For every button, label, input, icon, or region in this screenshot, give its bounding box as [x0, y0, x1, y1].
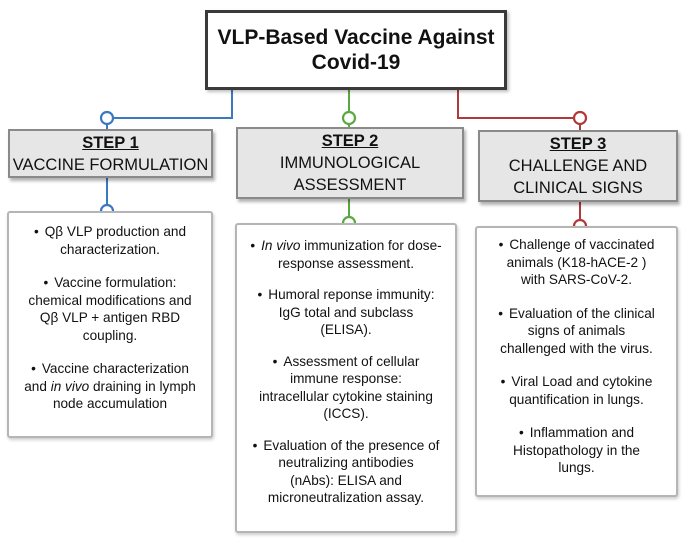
step3-bullet-item: •Evaluation of the clinical signs of anim… — [481, 305, 672, 358]
node-circle-step3-top — [572, 110, 588, 126]
step2-bullet-item: •Assessment of cellular immune response: i… — [241, 353, 451, 423]
bullet-dot-icon: • — [257, 287, 263, 302]
bullet-text-line: lungs. — [558, 460, 595, 475]
node-circle-step2-top — [341, 110, 357, 126]
step3-bullet-item: •Viral Load and cytokine quantification i… — [481, 373, 672, 408]
step2-bullet-item: •Humoral reponse immunity: IgG total and … — [241, 286, 451, 339]
connector-step3 — [457, 90, 581, 130]
step1-header: STEP 1 VACCINE FORMULATION — [8, 129, 213, 178]
step1-bullet-item: •Vaccine characterization and in vivo dra… — [15, 360, 205, 413]
step2-bullet-list: •In vivo immunization for dose-response … — [241, 237, 451, 507]
bullet-text-line: node accumulation — [52, 396, 168, 411]
step3-title-line-2: CLINICAL SIGNS — [513, 179, 643, 197]
bullet-text-line: quantification in lungs. — [509, 391, 644, 407]
step2-label: STEP 2 — [321, 132, 379, 150]
step1-bullet-item: •Vaccine formulation: chemical modificati… — [15, 274, 205, 344]
bullet-dot-icon: • — [272, 353, 278, 369]
bullet-text-line: (nAbs): ELISA and — [290, 472, 402, 488]
step1-title-line: VACCINE FORMULATION — [12, 155, 209, 174]
bullet-dot-icon: • — [250, 238, 256, 253]
step2-title-line-2: ASSESSMENT — [293, 176, 407, 194]
bullet-text-line: characterization. — [60, 241, 160, 257]
bullet-text-line: •In vivo immunization for dose- — [250, 238, 442, 253]
step1-bullet-item: •Qβ VLP production and characterization. — [15, 223, 205, 258]
bullet-dot-icon: • — [518, 425, 524, 440]
connector-step1 — [106, 90, 233, 130]
bullet-text-line: •Inflammation and — [518, 425, 635, 440]
bullet-dot-icon: • — [33, 224, 39, 239]
bullet-text-line: •Viral Load and cytokine — [500, 374, 653, 389]
bullet-text-line: challenged with the virus. — [500, 340, 653, 356]
bullet-text-line: with SARS-CoV-2. — [520, 272, 633, 287]
bullet-text-line: •Vaccine characterization — [31, 361, 189, 376]
bullet-text-line: coupling. — [82, 327, 138, 343]
bullet-dot-icon: • — [498, 237, 504, 252]
step2-content-box: •In vivo immunization for dose-response … — [235, 223, 457, 533]
bullet-text-line: •Humoral reponse immunity: — [257, 287, 435, 302]
bullet-text-line: (ELISA). — [320, 322, 372, 337]
bullet-text-line: and in vivo draining in lymph — [24, 378, 196, 394]
bullet-dot-icon: • — [252, 437, 258, 453]
bullet-dot-icon: • — [31, 361, 36, 376]
step2-bullet-item: •Evaluation of the presence of neutralizi… — [241, 437, 451, 507]
title-box: VLP-Based Vaccine Against Covid-19 — [205, 10, 507, 90]
bullet-text-line: animals (K18-hACE-2 ) — [506, 254, 647, 270]
bullet-text-line: •Qβ VLP production and — [33, 224, 187, 239]
node-circle-step1-top — [99, 110, 115, 126]
bullet-text-line: signs of animals — [527, 323, 626, 338]
bullet-text-line: •Challenge of vaccinated — [498, 237, 655, 252]
step3-content-box: •Challenge of vaccinated animals (K18-hAC… — [475, 226, 678, 497]
title-line-2: Covid-19 — [311, 51, 401, 74]
bullet-dot-icon: • — [43, 275, 49, 290]
step3-title-line-1: CHALLENGE AND — [508, 157, 648, 175]
bullet-dot-icon: • — [500, 374, 506, 389]
bullet-text-line: chemical modifications and — [28, 292, 192, 308]
step3-bullet-list: •Challenge of vaccinated animals (K18-hAC… — [481, 236, 672, 477]
step2-header: STEP 2 IMMUNOLOGICAL ASSESSMENT — [236, 127, 464, 199]
bullet-text-line: •Vaccine formulation: — [43, 275, 177, 290]
bullet-text-line: •Evaluation of the clinical — [498, 305, 655, 321]
bullet-text-line: microneutralization assay. — [267, 490, 425, 505]
bullet-text-line: •Evaluation of the presence of — [252, 437, 440, 453]
bullet-text-line: intracellular cytokine staining — [259, 388, 433, 404]
bullet-text-line: Histopathology in the — [513, 442, 640, 458]
step3-label: STEP 3 — [549, 135, 607, 153]
bullet-text-line: IgG total and subclass — [278, 304, 414, 320]
step3-header: STEP 3 CHALLENGE AND CLINICAL SIGNS — [478, 130, 678, 202]
bullet-text-line: neutralizing antibodies — [278, 455, 414, 470]
bullet-text-line: (ICCS). — [323, 406, 369, 421]
bullet-text-line: immune response: — [290, 371, 402, 386]
bullet-text-line: response assessment. — [277, 255, 414, 271]
title-line-1: VLP-Based Vaccine Against — [217, 26, 495, 49]
step2-title-line-1: IMMUNOLOGICAL — [279, 154, 421, 172]
bullet-dot-icon: • — [498, 305, 503, 321]
bullet-text-line: •Assessment of cellular — [272, 353, 420, 369]
bullet-text-line: Qβ VLP + antigen RBD — [39, 310, 181, 325]
step3-bullet-item: •Challenge of vaccinated animals (K18-hAC… — [481, 236, 672, 289]
step2-bullet-item: •In vivo immunization for dose-response … — [241, 237, 451, 272]
step1-label: STEP 1 — [82, 133, 139, 152]
